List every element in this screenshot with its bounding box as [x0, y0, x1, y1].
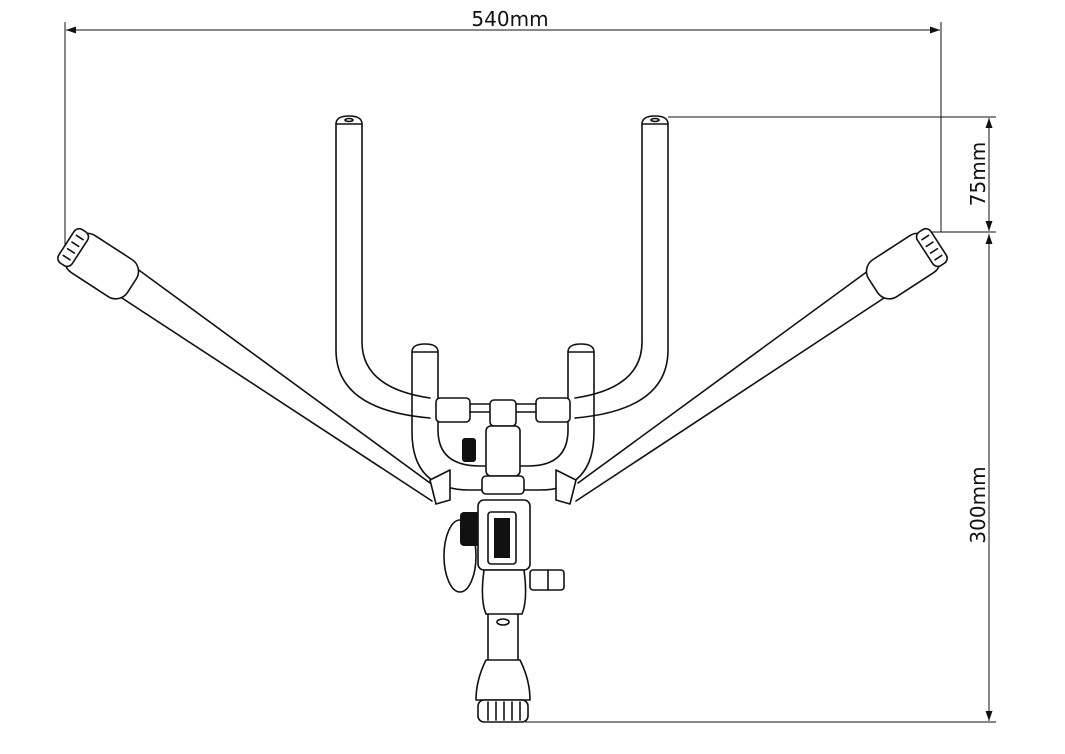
right-foot: [865, 227, 948, 300]
offset-label: 75mm: [966, 142, 990, 206]
center-shaft: [475, 613, 531, 723]
outer-arm-holder: [335, 115, 669, 419]
width-label: 540mm: [471, 7, 548, 31]
left-leg: [57, 227, 433, 502]
offset-dimension: 75mm: [668, 116, 996, 233]
height-dimension: 300mm: [525, 234, 996, 723]
height-knob-right: [529, 569, 565, 591]
tilt-knob-left: [443, 438, 480, 593]
center-hub: [429, 399, 577, 615]
right-leg: [575, 227, 948, 502]
left-foot: [57, 227, 140, 300]
width-dimension: 540mm: [64, 7, 942, 258]
height-label: 300mm: [966, 466, 990, 543]
